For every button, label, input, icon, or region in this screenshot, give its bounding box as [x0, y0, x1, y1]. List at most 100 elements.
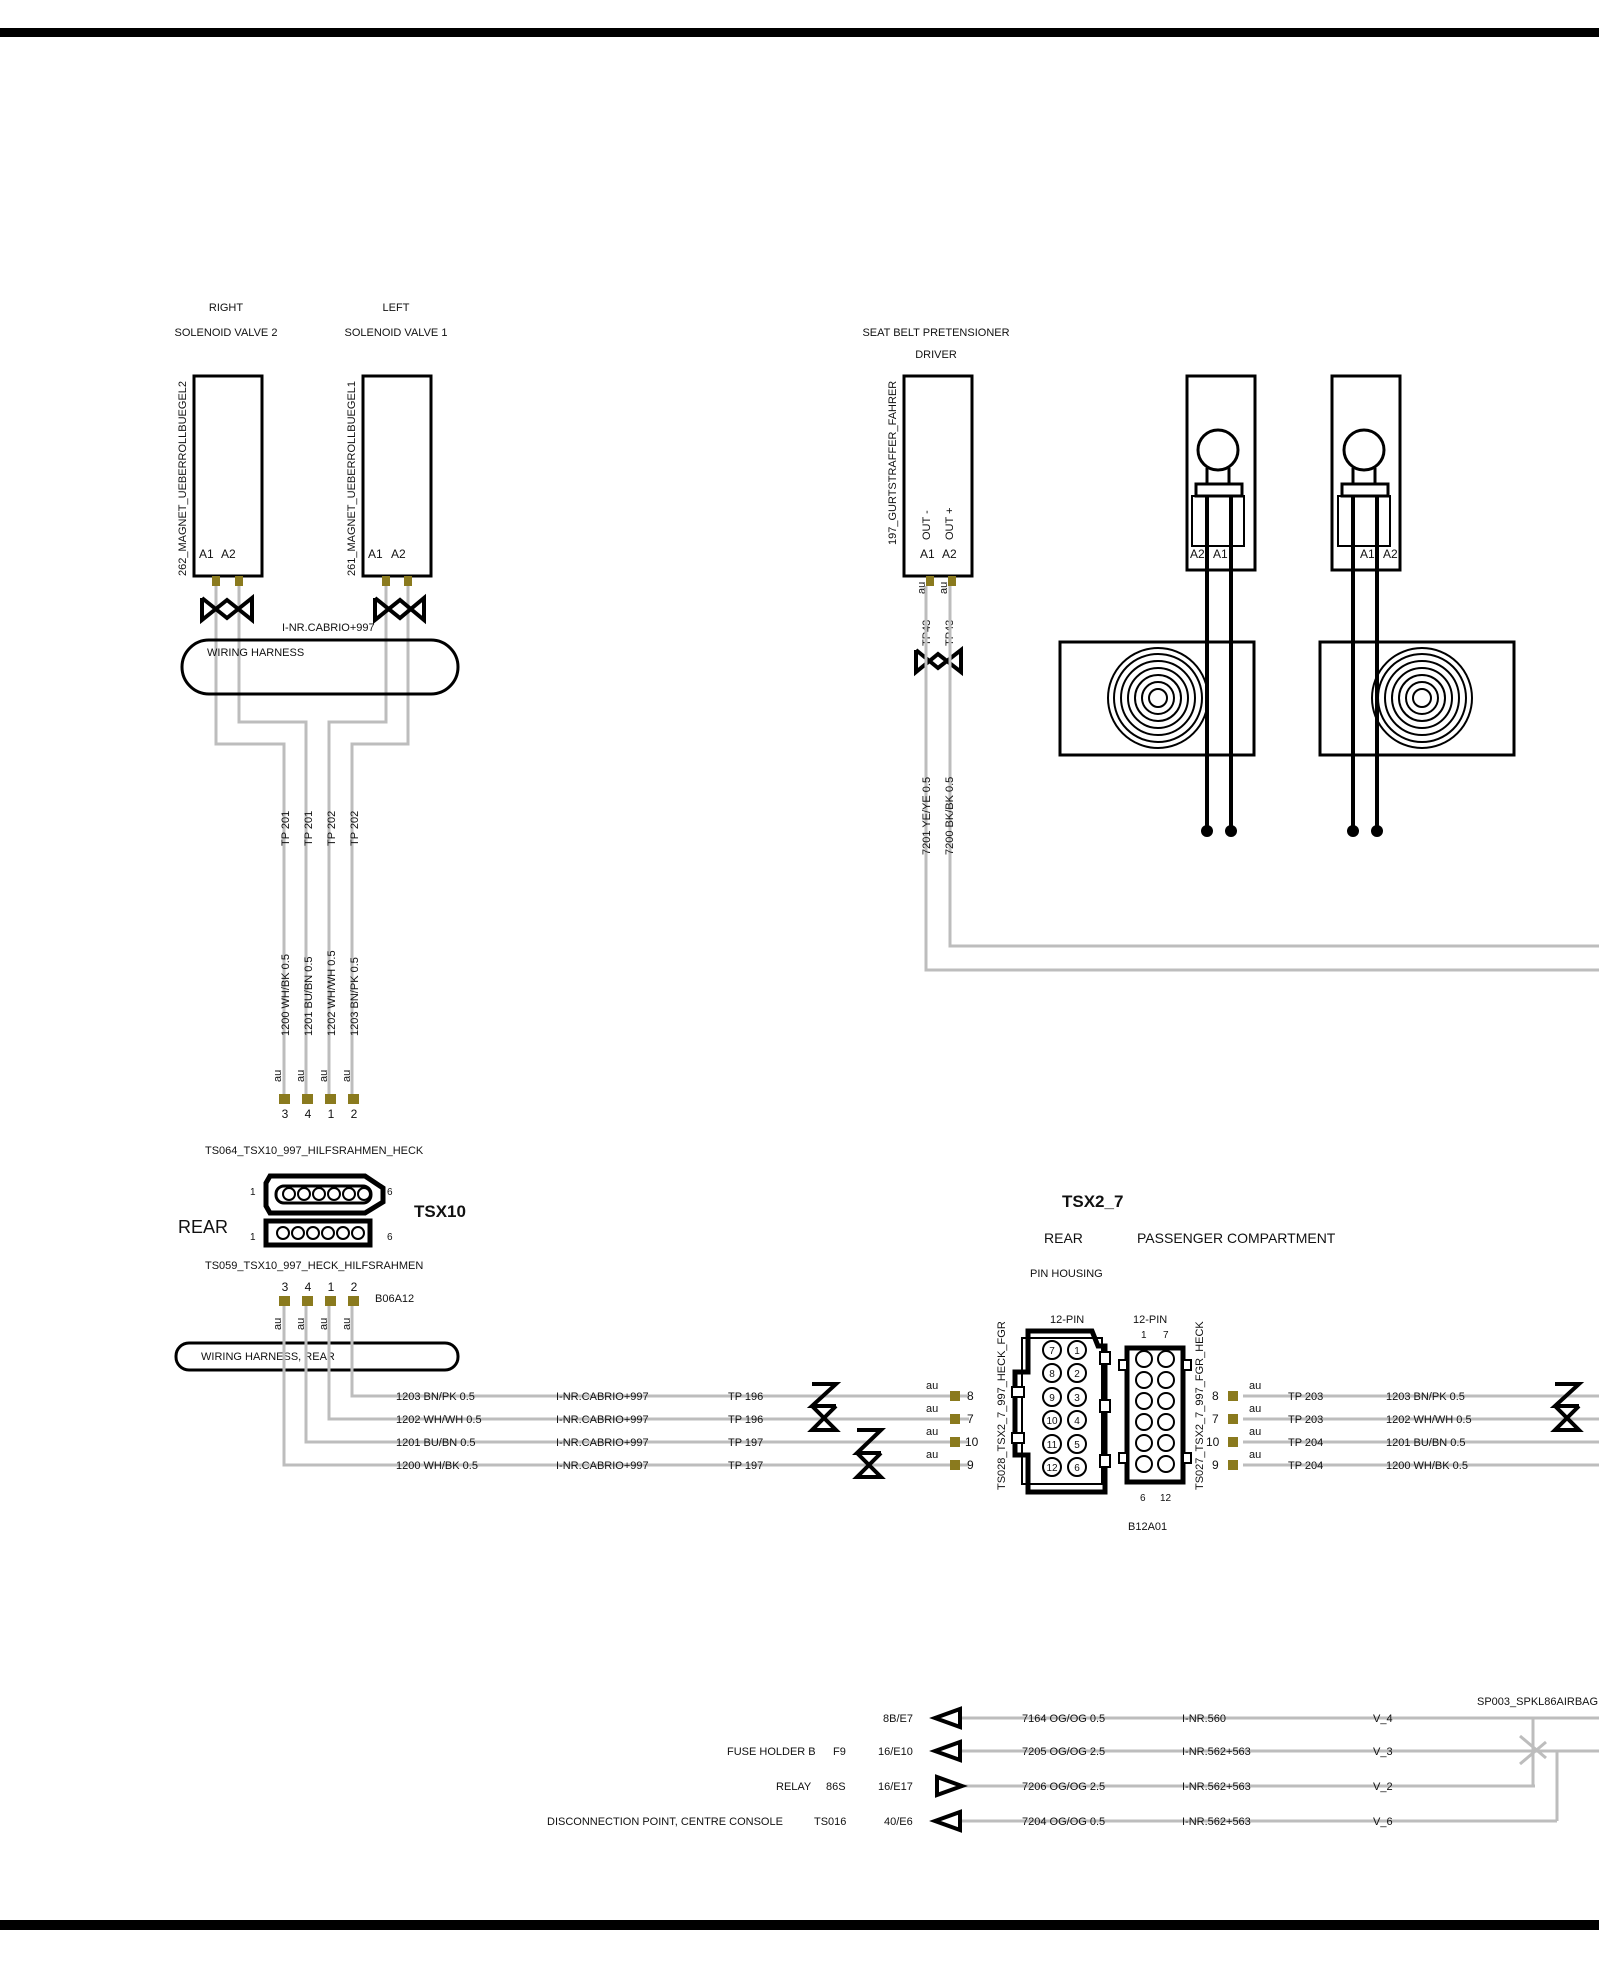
- svg-text:4: 4: [305, 1280, 312, 1294]
- tsx10-connector[interactable]: TS064_TSX10_997_HILFSRAHMEN_HECK 1 6 TSX…: [178, 1145, 466, 1272]
- svg-text:I-NR.CABRIO+997: I-NR.CABRIO+997: [556, 1391, 649, 1403]
- svg-text:TP 204: TP 204: [1288, 1460, 1323, 1472]
- svg-text:1200 WH/BK 0.5: 1200 WH/BK 0.5: [396, 1460, 478, 1472]
- right-valve-pin-a2: A2: [221, 547, 236, 561]
- lamp-coil-unit-2: A1 A2: [1318, 374, 1516, 837]
- svg-text:OUT -: OUT -: [921, 510, 933, 540]
- svg-text:1201 BU/BN 0.5: 1201 BU/BN 0.5: [303, 957, 315, 1037]
- svg-text:au: au: [272, 1070, 284, 1082]
- inline-connector-tp203: [1549, 1382, 1585, 1432]
- svg-text:4: 4: [1074, 1416, 1080, 1427]
- svg-text:5: 5: [1074, 1440, 1080, 1451]
- svg-text:7206 OG/OG 2.5: 7206 OG/OG 2.5: [1022, 1781, 1105, 1793]
- svg-text:1202 WH/WH 0.5: 1202 WH/WH 0.5: [396, 1414, 482, 1426]
- svg-text:I-NR.562+563: I-NR.562+563: [1182, 1781, 1251, 1793]
- left-valve-id: 261_MAGNET_UEBERROLLBUEGEL1: [346, 381, 358, 576]
- svg-text:TP 196: TP 196: [728, 1391, 763, 1403]
- pretensioner-id: 197_GURTSTRAFFER_FAHRER: [887, 381, 899, 545]
- svg-text:7204 OG/OG 0.5: 7204 OG/OG 0.5: [1022, 1816, 1105, 1828]
- svg-text:TP 201: TP 201: [303, 811, 315, 846]
- svg-text:V_4: V_4: [1373, 1713, 1393, 1725]
- svg-text:au: au: [272, 1318, 284, 1330]
- left-valve-title1: LEFT: [383, 302, 410, 314]
- svg-text:8B/E7: 8B/E7: [883, 1713, 913, 1725]
- right-valve-body: [192, 374, 264, 578]
- svg-text:16/E10: 16/E10: [878, 1746, 913, 1758]
- tsx2-7-passenger-label: PASSENGER COMPARTMENT: [1137, 1230, 1336, 1246]
- svg-text:V_2: V_2: [1373, 1781, 1393, 1793]
- svg-text:1200 WH/BK 0.5: 1200 WH/BK 0.5: [1386, 1460, 1468, 1472]
- tsx10-side-label: REAR: [178, 1217, 228, 1237]
- harness-rear-label: WIRING HARNESS, REAR: [201, 1351, 335, 1363]
- svg-text:7205 OG/OG 2.5: 7205 OG/OG 2.5: [1022, 1746, 1105, 1758]
- wiring-harness: [180, 638, 460, 696]
- svg-text:1203 BN/PK 0.5: 1203 BN/PK 0.5: [349, 957, 361, 1036]
- pretensioner-title1: SEAT BELT PRETENSIONER: [862, 327, 1009, 339]
- svg-text:TP 197: TP 197: [728, 1437, 763, 1449]
- svg-text:1: 1: [328, 1280, 335, 1294]
- svg-text:DISCONNECTION POINT, CENTRE CO: DISCONNECTION POINT, CENTRE CONSOLE: [547, 1816, 783, 1828]
- svg-text:2: 2: [351, 1280, 358, 1294]
- inline-connector-tp197: [852, 1428, 886, 1479]
- svg-text:I-NR.CABRIO+997: I-NR.CABRIO+997: [556, 1437, 649, 1449]
- svg-text:au: au: [295, 1318, 307, 1330]
- svg-text:au: au: [926, 1449, 938, 1461]
- svg-text:3: 3: [1074, 1393, 1080, 1404]
- svg-text:7: 7: [1049, 1346, 1055, 1357]
- svg-text:1: 1: [1141, 1330, 1147, 1341]
- svg-text:V_3: V_3: [1373, 1746, 1393, 1758]
- seat-belt-pretensioner[interactable]: SEAT BELT PRETENSIONER DRIVER 197_GURTST…: [862, 327, 1010, 586]
- svg-text:6: 6: [1074, 1463, 1080, 1474]
- svg-text:8: 8: [1049, 1369, 1055, 1380]
- wire-7201: [924, 586, 1599, 972]
- svg-text:I-NR.562+563: I-NR.562+563: [1182, 1746, 1251, 1758]
- bottom-border: [0, 1920, 1599, 1930]
- right-valve-title1: RIGHT: [209, 302, 244, 314]
- svg-text:7164 OG/OG 0.5: 7164 OG/OG 0.5: [1022, 1713, 1105, 1725]
- horizontal-wires-right: [1243, 1394, 1599, 1467]
- svg-text:1203 BN/PK 0.5: 1203 BN/PK 0.5: [396, 1391, 475, 1403]
- lamp-coil-unit-1: A2 A1: [1058, 374, 1257, 837]
- top-border: [0, 28, 1599, 37]
- svg-text:au: au: [341, 1070, 353, 1082]
- svg-text:au: au: [1249, 1380, 1261, 1392]
- svg-text:1202 WH/WH 0.5: 1202 WH/WH 0.5: [1386, 1414, 1472, 1426]
- svg-text:V_6: V_6: [1373, 1816, 1393, 1828]
- svg-text:au: au: [938, 582, 950, 594]
- svg-text:1200 WH/BK 0.5: 1200 WH/BK 0.5: [280, 954, 292, 1036]
- svg-text:7201 YE/YE 0.5: 7201 YE/YE 0.5: [921, 777, 933, 855]
- svg-text:TP 203: TP 203: [1288, 1414, 1323, 1426]
- svg-text:I-NR.560: I-NR.560: [1182, 1713, 1226, 1725]
- inline-connector-tp196: [806, 1382, 842, 1432]
- tsx2-7-location: B12A01: [1128, 1521, 1167, 1533]
- right-valve-id: 262_MAGNET_UEBERROLLBUEGEL2: [177, 381, 189, 576]
- svg-text:1203 BN/PK 0.5: 1203 BN/PK 0.5: [1386, 1391, 1465, 1403]
- tsx2-7-connector[interactable]: TSX2_7 REAR PASSENGER COMPARTMENT PIN HO…: [996, 1192, 1336, 1533]
- svg-text:A1: A1: [1213, 547, 1228, 561]
- tsx2-7-left-id: TS028_TSX2_7_997_HECK_FGR: [996, 1321, 1008, 1490]
- svg-text:3: 3: [282, 1280, 289, 1294]
- left-solenoid-valve[interactable]: LEFT SOLENOID VALVE 1 261_MAGNET_UEBERRO…: [345, 302, 448, 586]
- tsx2-7-rear-label: REAR: [1044, 1230, 1083, 1246]
- horizontal-wire-labels-left: 1203 BN/PK 0.5 1202 WH/WH 0.5 1201 BU/BN…: [396, 1380, 979, 1472]
- svg-text:FUSE HOLDER B: FUSE HOLDER B: [727, 1746, 816, 1758]
- tsx2-7-right-id: TS027_TSX2_7_997_FGR_HECK: [1194, 1321, 1206, 1490]
- svg-text:I-NR.CABRIO+997: I-NR.CABRIO+997: [556, 1414, 649, 1426]
- svg-text:OUT +: OUT +: [944, 507, 956, 540]
- right-solenoid-valve[interactable]: RIGHT SOLENOID VALVE 2 262_MAGNET_UEBERR…: [175, 302, 278, 586]
- svg-text:1201 BU/BN 0.5: 1201 BU/BN 0.5: [1386, 1437, 1466, 1449]
- svg-text:1: 1: [250, 1187, 256, 1198]
- svg-text:6: 6: [387, 1187, 393, 1198]
- horizontal-wire-labels-right: 8 7 10 9 au au au au TP 203 TP 203 TP 20…: [1206, 1380, 1472, 1472]
- right-valve-title2: SOLENOID VALVE 2: [175, 327, 278, 339]
- svg-text:10: 10: [1046, 1416, 1058, 1427]
- svg-text:A2: A2: [942, 547, 957, 561]
- svg-text:7: 7: [967, 1412, 974, 1426]
- svg-text:au: au: [926, 1380, 938, 1392]
- tsx2-7-name: TSX2_7: [1062, 1192, 1123, 1211]
- tsx2-7-housing-label: PIN HOUSING: [1030, 1268, 1103, 1280]
- svg-text:A2: A2: [1383, 547, 1398, 561]
- svg-text:11: 11: [1047, 1440, 1058, 1451]
- svg-text:8: 8: [1212, 1389, 1219, 1403]
- svg-text:4: 4: [305, 1107, 312, 1121]
